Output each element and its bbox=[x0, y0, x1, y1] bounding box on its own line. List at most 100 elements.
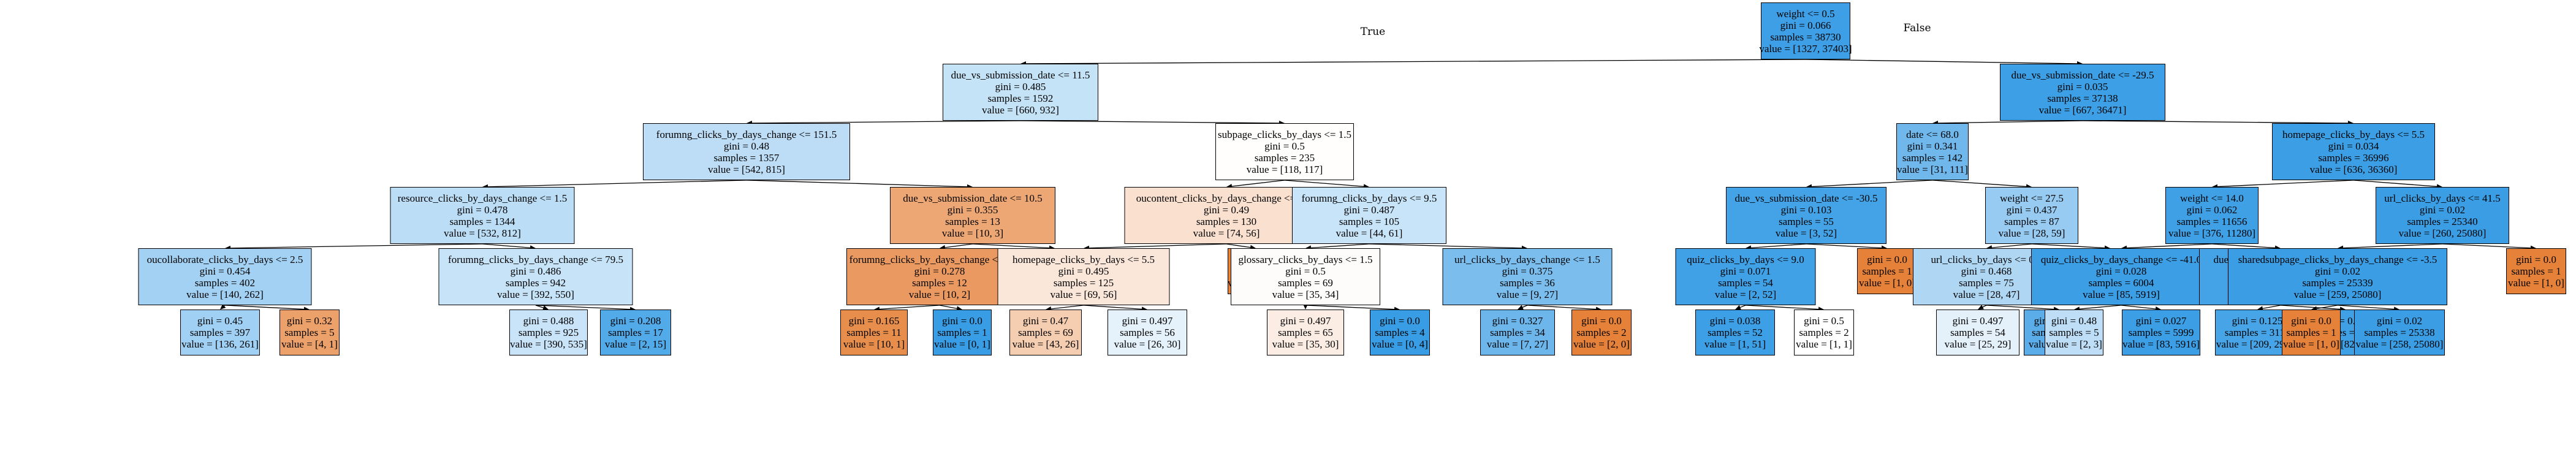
edge-10-11 bbox=[944, 243, 973, 248]
edge-29-30 bbox=[1811, 180, 1933, 188]
node-text-line: gini = 0.034 bbox=[2328, 140, 2379, 152]
node-text-line: sharedsubpage_clicks_by_days_change <= -… bbox=[2238, 253, 2437, 265]
node-text-line: value = [0, 4] bbox=[1372, 338, 1428, 350]
node-text-line: glossary_clicks_by_days <= 1.5 bbox=[1238, 253, 1373, 265]
node-text-line: gini = 0.02 bbox=[2419, 203, 2466, 216]
node-text-line: samples = 55 bbox=[1779, 215, 1834, 227]
node-text-line: gini = 0.341 bbox=[1907, 140, 1958, 152]
node-text-line: gini = 0.5 bbox=[1804, 315, 1844, 327]
tree-node-49: sharedsubpage_clicks_by_days_change <= -… bbox=[2228, 248, 2447, 305]
node-text-line: samples = 36 bbox=[1500, 276, 1555, 289]
node-text-line: gini = 0.02 bbox=[2376, 315, 2423, 327]
edge-0-1 bbox=[1025, 59, 1806, 64]
edge-49-51 bbox=[2337, 305, 2395, 310]
node-text-line: quiz_clicks_by_days <= 9.0 bbox=[1687, 253, 1804, 265]
node-text-line: value = [10, 3] bbox=[941, 227, 1004, 239]
edge-41-45 bbox=[2211, 243, 2276, 249]
node-text-line: value = [31, 111] bbox=[1897, 163, 1968, 175]
node-text-line: samples = 12 bbox=[912, 276, 967, 289]
edge-29-35 bbox=[1932, 180, 2027, 188]
edge-28-40 bbox=[2082, 120, 2349, 124]
edge-10-14 bbox=[972, 243, 1050, 249]
node-text-line: value = [258, 25080] bbox=[2355, 338, 2444, 350]
node-text-line: samples = 38730 bbox=[1770, 31, 1841, 43]
edge-25-27 bbox=[1527, 305, 1597, 310]
node-text-line: value = [542, 815] bbox=[708, 163, 785, 175]
edge-4-6 bbox=[224, 305, 305, 310]
edge-16-17 bbox=[1089, 243, 1227, 249]
edge-arrowhead-7-8 bbox=[542, 305, 549, 310]
edge-arrowhead-4-5 bbox=[220, 304, 226, 310]
edge-label-false: False bbox=[1903, 22, 1931, 34]
node-text-line: gini = 0.45 bbox=[197, 315, 243, 327]
node-text-line: value = [3, 52] bbox=[1775, 227, 1837, 239]
node-text-line: gini = 0.0 bbox=[2516, 254, 2556, 265]
node-text-line: gini = 0.437 bbox=[2006, 203, 2057, 216]
node-text-line: gini = 0.48 bbox=[2051, 315, 2097, 327]
node-text-line: value = [392, 550] bbox=[497, 288, 574, 300]
edge-17-19 bbox=[1083, 305, 1142, 310]
edge-3-7 bbox=[482, 243, 531, 248]
node-text-line: samples = 402 bbox=[194, 276, 256, 289]
node-text-line: homepage_clicks_by_days <= 5.5 bbox=[1012, 253, 1155, 265]
edge-30-31 bbox=[1750, 243, 1807, 249]
edge-31-33 bbox=[1745, 305, 1819, 310]
edge-45-47 bbox=[2280, 305, 2341, 310]
node-text-line: value = [10, 1] bbox=[843, 338, 905, 350]
node-text-line: value = [35, 34] bbox=[1272, 288, 1339, 300]
node-text-line: value = [1, 0] bbox=[1859, 277, 1915, 289]
node-text-line: value = [28, 47] bbox=[1953, 288, 2020, 300]
node-text-line: gini = 0.32 bbox=[286, 315, 333, 327]
node-text-line: gini = 0.47 bbox=[1022, 315, 1069, 327]
node-text-line: gini = 0.0 bbox=[942, 315, 982, 327]
node-text-line: value = [74, 56] bbox=[1193, 227, 1260, 239]
node-text-line: samples = 25339 bbox=[2302, 276, 2373, 289]
node-text-line: samples = 69 bbox=[1018, 327, 1073, 338]
node-text-line: gini = 0.125 bbox=[2232, 315, 2283, 327]
node-text-line: value = [1, 0] bbox=[2283, 338, 2339, 350]
edge-label-true: True bbox=[1360, 26, 1386, 38]
node-text-line: oucontent_clicks_by_days_change <= 44.5 bbox=[1136, 192, 1317, 204]
node-text-line: gini = 0.027 bbox=[2135, 315, 2187, 327]
node-text-line: samples = 125 bbox=[1053, 276, 1114, 289]
node-text-line: due_vs_submission_date <= 10.5 bbox=[903, 192, 1043, 204]
node-text-line: gini = 0.497 bbox=[1280, 315, 1331, 327]
node-text-line: due_vs_submission_date <= 11.5 bbox=[951, 69, 1090, 81]
edge-7-9 bbox=[535, 305, 631, 310]
edge-30-34 bbox=[1806, 243, 1882, 249]
node-text-line: samples = 5999 bbox=[2128, 327, 2194, 338]
edge-4-5 bbox=[224, 305, 226, 306]
edge-40-48 bbox=[2353, 180, 2437, 187]
edge-16-20 bbox=[1226, 243, 1251, 248]
node-text-line: samples = 2 bbox=[1799, 327, 1849, 338]
node-text-line: gini = 0.485 bbox=[995, 80, 1046, 93]
node-text-line: gini = 0.48 bbox=[723, 140, 770, 152]
node-text-line: gini = 0.495 bbox=[1058, 265, 1109, 277]
node-text-line: value = [2, 52] bbox=[1714, 288, 1777, 300]
node-text-line: weight <= 27.5 bbox=[2000, 192, 2064, 204]
node-text-line: gini = 0.375 bbox=[1502, 265, 1553, 277]
node-text-line: forumng_clicks_by_days_change <= 79.5 bbox=[448, 253, 623, 265]
node-text-line: subpage_clicks_by_days <= 1.5 bbox=[1218, 128, 1351, 140]
node-text-line: url_clicks_by_days_change <= 1.5 bbox=[1454, 253, 1600, 265]
node-text-line: samples = 25340 bbox=[2407, 215, 2478, 227]
node-text-line: due_vs_submission_date <= -30.5 bbox=[1734, 192, 1878, 204]
